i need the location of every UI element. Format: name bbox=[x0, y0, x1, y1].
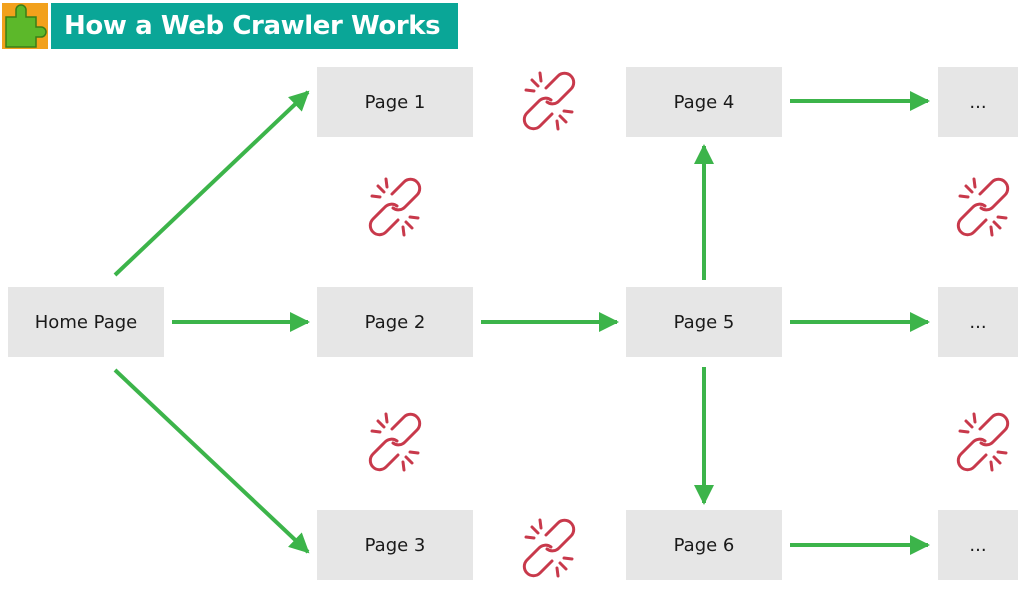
node-home-page: Home Page bbox=[8, 287, 164, 357]
node-page-4: Page 4 bbox=[626, 67, 782, 137]
node-page-1: Page 1 bbox=[317, 67, 473, 137]
arrow-home-to-page1 bbox=[113, 90, 310, 277]
puzzle-piece-icon bbox=[2, 3, 48, 49]
node-label: Page 4 bbox=[673, 91, 735, 113]
node-label: Home Page bbox=[34, 311, 138, 333]
node-label: Page 2 bbox=[364, 311, 426, 333]
page-title: How a Web Crawler Works bbox=[64, 11, 441, 41]
node-page-2: Page 2 bbox=[317, 287, 473, 357]
arrow-home-to-page3 bbox=[113, 368, 310, 554]
node-label: Page 5 bbox=[673, 311, 735, 333]
node-more-bottom: ... bbox=[938, 510, 1018, 580]
node-more-middle: ... bbox=[938, 287, 1018, 357]
node-label: Page 3 bbox=[364, 534, 426, 556]
node-page-6: Page 6 bbox=[626, 510, 782, 580]
node-more-top: ... bbox=[938, 67, 1018, 137]
broken-link-icon bbox=[522, 71, 576, 131]
node-label: ... bbox=[969, 534, 987, 556]
node-label: Page 1 bbox=[364, 91, 426, 113]
broken-link-icon bbox=[368, 177, 422, 237]
broken-link-icon bbox=[956, 177, 1010, 237]
title-banner: How a Web Crawler Works bbox=[51, 3, 458, 49]
broken-link-icon bbox=[368, 412, 422, 472]
node-page-5: Page 5 bbox=[626, 287, 782, 357]
title-bar: How a Web Crawler Works bbox=[0, 0, 460, 50]
node-label: ... bbox=[969, 311, 987, 333]
broken-link-icon bbox=[956, 412, 1010, 472]
broken-link-icon bbox=[522, 518, 576, 578]
node-page-3: Page 3 bbox=[317, 510, 473, 580]
node-label: ... bbox=[969, 91, 987, 113]
node-label: Page 6 bbox=[673, 534, 735, 556]
